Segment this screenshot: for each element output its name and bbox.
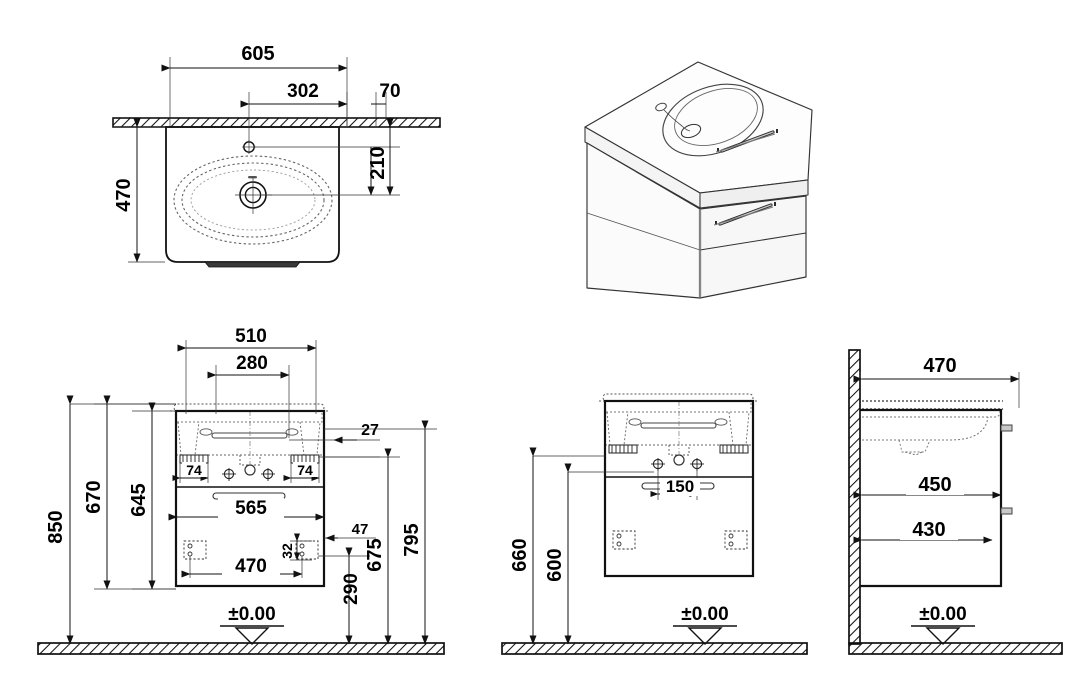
dim-290-label: 290 [341, 573, 362, 605]
basin-outline [165, 126, 340, 263]
dim-670-label: 670 [83, 480, 105, 513]
re-lower-fixing-right [724, 530, 748, 550]
dim-660-label: 660 [509, 538, 531, 571]
overflow-link [663, 109, 691, 132]
dim-74-left: 74 [172, 462, 209, 483]
dim-290: 290 [318, 547, 370, 645]
dim-150-label: 150 [666, 477, 694, 496]
bowl-rim-inner [674, 88, 758, 146]
dim-470-side-label: 470 [923, 355, 956, 377]
dim-210-label: 210 [367, 146, 389, 179]
dim-47-label: 47 [352, 521, 369, 538]
dim-70: 70 [371, 81, 401, 126]
fe-fixing-points [222, 468, 275, 481]
top-view: 605 302 70 470 210 [112, 43, 441, 268]
dim-32-label: 32 [279, 543, 295, 559]
level-mark-left-label: ±0.00 [228, 604, 275, 625]
dim-74-left-label: 74 [186, 462, 202, 478]
re-lower-fixing-left [612, 530, 636, 550]
dim-850-label: 850 [45, 510, 67, 543]
dim-430: 430 [853, 519, 993, 544]
top-view-wall [112, 117, 441, 128]
dim-74-right: 74 [283, 462, 320, 483]
dim-795: 795 [324, 420, 437, 645]
re-cabinet-outline [603, 399, 755, 578]
tap-hole-3d [655, 102, 667, 112]
floor-hatch-left [37, 642, 445, 655]
upper-drawer-handle [715, 129, 778, 153]
dim-302-label: 302 [287, 81, 319, 102]
dim-47: 47 [324, 521, 376, 542]
rear-elevation: 150 660 600 ±0.00 [501, 393, 808, 655]
dim-210: 210 [254, 118, 400, 196]
re-wall-bracket-right [719, 444, 749, 454]
dim-565: 565 [168, 498, 325, 521]
dim-600-label: 600 [544, 548, 566, 581]
floor-hatch-right [848, 642, 1063, 655]
dim-645: 645 [128, 402, 176, 590]
overflow-slot [248, 176, 257, 179]
level-mark-right: ±0.00 [911, 604, 975, 645]
dim-470-front-label: 470 [235, 556, 267, 577]
dim-280-label: 280 [236, 353, 268, 374]
front-elevation: 510 280 27 74 [37, 326, 445, 655]
dim-675-label: 675 [364, 538, 386, 571]
dim-280: 280 [207, 353, 290, 438]
level-mark-left: ±0.00 [220, 604, 284, 645]
dim-645-label: 645 [128, 483, 150, 516]
perspective-view [584, 61, 813, 299]
countertop-right-edge [699, 179, 809, 209]
bowl-inner-dashed [181, 162, 325, 238]
dim-565-label: 565 [235, 498, 267, 519]
bowl-waste-ring [680, 123, 702, 139]
side-elevation: 470 450 430 ±0.00 [848, 349, 1063, 655]
drawer-split-line-left [586, 212, 701, 251]
dim-470-top: 470 [113, 118, 165, 263]
bowl-base-dashed [190, 169, 316, 231]
lower-drawer-handle [713, 202, 776, 226]
basin-bracket [204, 261, 301, 268]
dim-660: 660 [509, 447, 605, 645]
dim-150: 150 [650, 468, 700, 500]
dim-600: 600 [544, 463, 654, 645]
dim-430-label: 430 [912, 519, 945, 541]
dim-450-label: 450 [918, 474, 951, 496]
dim-605: 605 [161, 43, 348, 126]
fe-cabinet-outline [174, 409, 326, 588]
se-bracket-upper [1000, 424, 1013, 432]
drawer-split-line [699, 232, 807, 251]
level-mark-middle-label: ±0.00 [681, 604, 728, 625]
dim-675: 675 [324, 448, 400, 645]
dim-74-right-label: 74 [297, 462, 313, 478]
level-mark-right-label: ±0.00 [919, 604, 966, 625]
side-wall-hatch [848, 349, 861, 645]
dim-470-front: 470 [181, 556, 303, 578]
floor-hatch-middle [501, 642, 808, 655]
bowl-outer-dashed [173, 155, 333, 245]
dim-470-side: 470 [853, 355, 1020, 408]
dim-27-label: 27 [361, 422, 379, 439]
dim-470-top-label: 470 [113, 178, 135, 211]
dim-605-label: 605 [241, 43, 274, 65]
dim-510: 510 [177, 326, 317, 414]
se-bracket-lower [1000, 507, 1013, 515]
dim-510-label: 510 [235, 326, 267, 347]
re-wall-bracket-left [608, 444, 638, 454]
dim-70-label: 70 [379, 81, 400, 102]
level-mark-middle: ±0.00 [673, 604, 737, 645]
dim-302: 302 [240, 81, 348, 143]
dim-795-label: 795 [401, 523, 423, 556]
dim-450: 450 [853, 474, 1002, 499]
dim-32: 32 [279, 533, 312, 561]
